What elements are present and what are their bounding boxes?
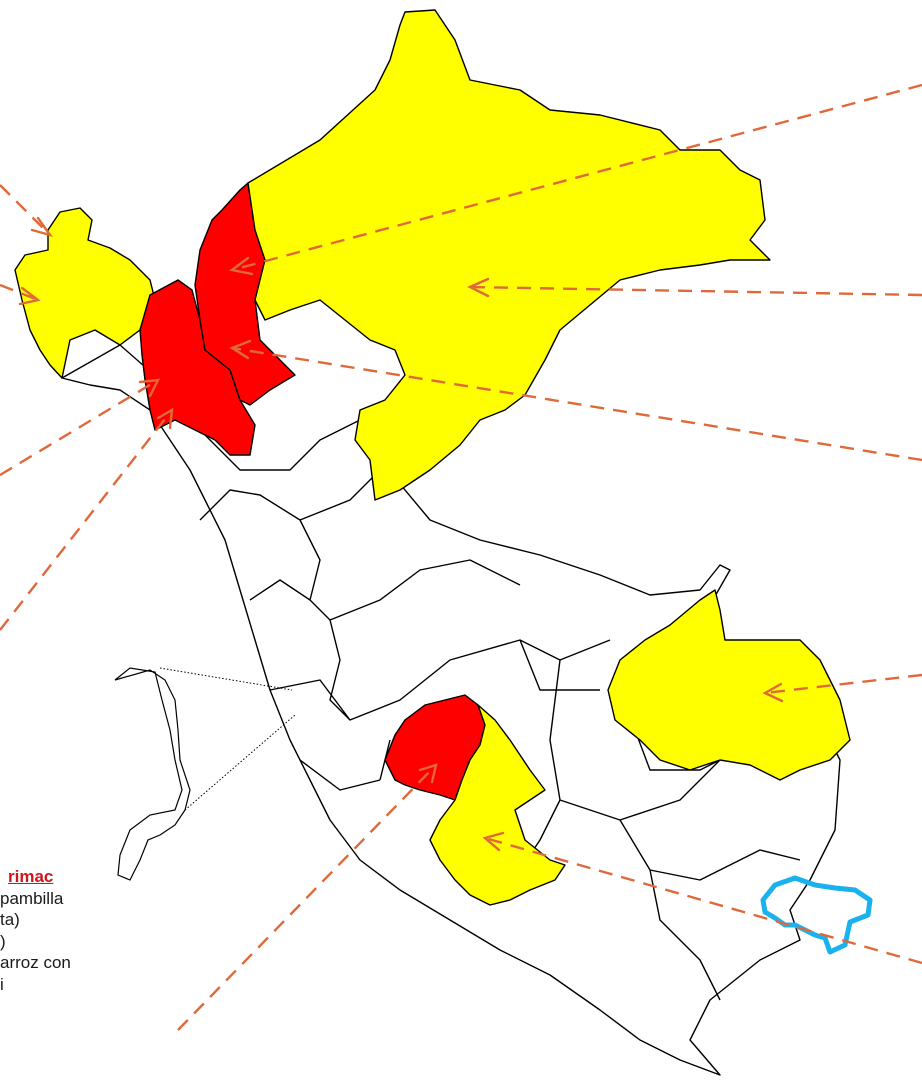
arrowhead-icon bbox=[229, 256, 254, 276]
legend-line: i bbox=[0, 974, 4, 994]
legend-title: rimac bbox=[8, 867, 54, 886]
legend-line: ) bbox=[0, 931, 6, 951]
arrowhead-icon bbox=[467, 277, 490, 298]
region-amazonas bbox=[194, 182, 296, 406]
dashed-arrow-icon bbox=[231, 83, 922, 272]
region-madre-de-dios bbox=[607, 589, 851, 781]
inset-connector-bottom bbox=[184, 714, 296, 811]
arrowhead-icon bbox=[229, 339, 252, 360]
dashed-arrow-icon bbox=[0, 184, 51, 236]
dashed-arrow-icon bbox=[0, 378, 159, 477]
legend-line: ta) bbox=[0, 910, 20, 929]
legend-line: arroz con bbox=[0, 953, 71, 972]
arrowhead-icon bbox=[30, 216, 53, 238]
inset-connector-top bbox=[159, 667, 293, 691]
arrowhead-icon bbox=[138, 378, 161, 398]
legend-line: pambilla bbox=[0, 888, 64, 908]
arrowhead-icon bbox=[18, 286, 41, 306]
arrowhead-icon bbox=[762, 682, 784, 703]
region-piura bbox=[14, 207, 156, 379]
dashed-arrow-icon bbox=[764, 673, 922, 695]
legend: rimac pambilla ta) ) arroz con i bbox=[0, 866, 200, 995]
islands-inset bbox=[114, 667, 191, 881]
region-ayacucho bbox=[429, 704, 566, 906]
arrowhead-icon bbox=[156, 407, 174, 430]
region-loreto bbox=[247, 9, 771, 501]
dashed-arrow-icon bbox=[469, 285, 922, 297]
dashed-arrow-icon bbox=[177, 764, 437, 1031]
arrowhead-icon bbox=[482, 831, 505, 852]
dashed-arrow-icon bbox=[0, 409, 173, 631]
dashed-arrow-icon bbox=[0, 283, 39, 302]
dashed-arrow-icon bbox=[484, 836, 922, 965]
arrowhead-icon bbox=[418, 763, 438, 784]
dashed-arrow-icon bbox=[231, 346, 922, 462]
arrows-group bbox=[0, 83, 922, 1031]
